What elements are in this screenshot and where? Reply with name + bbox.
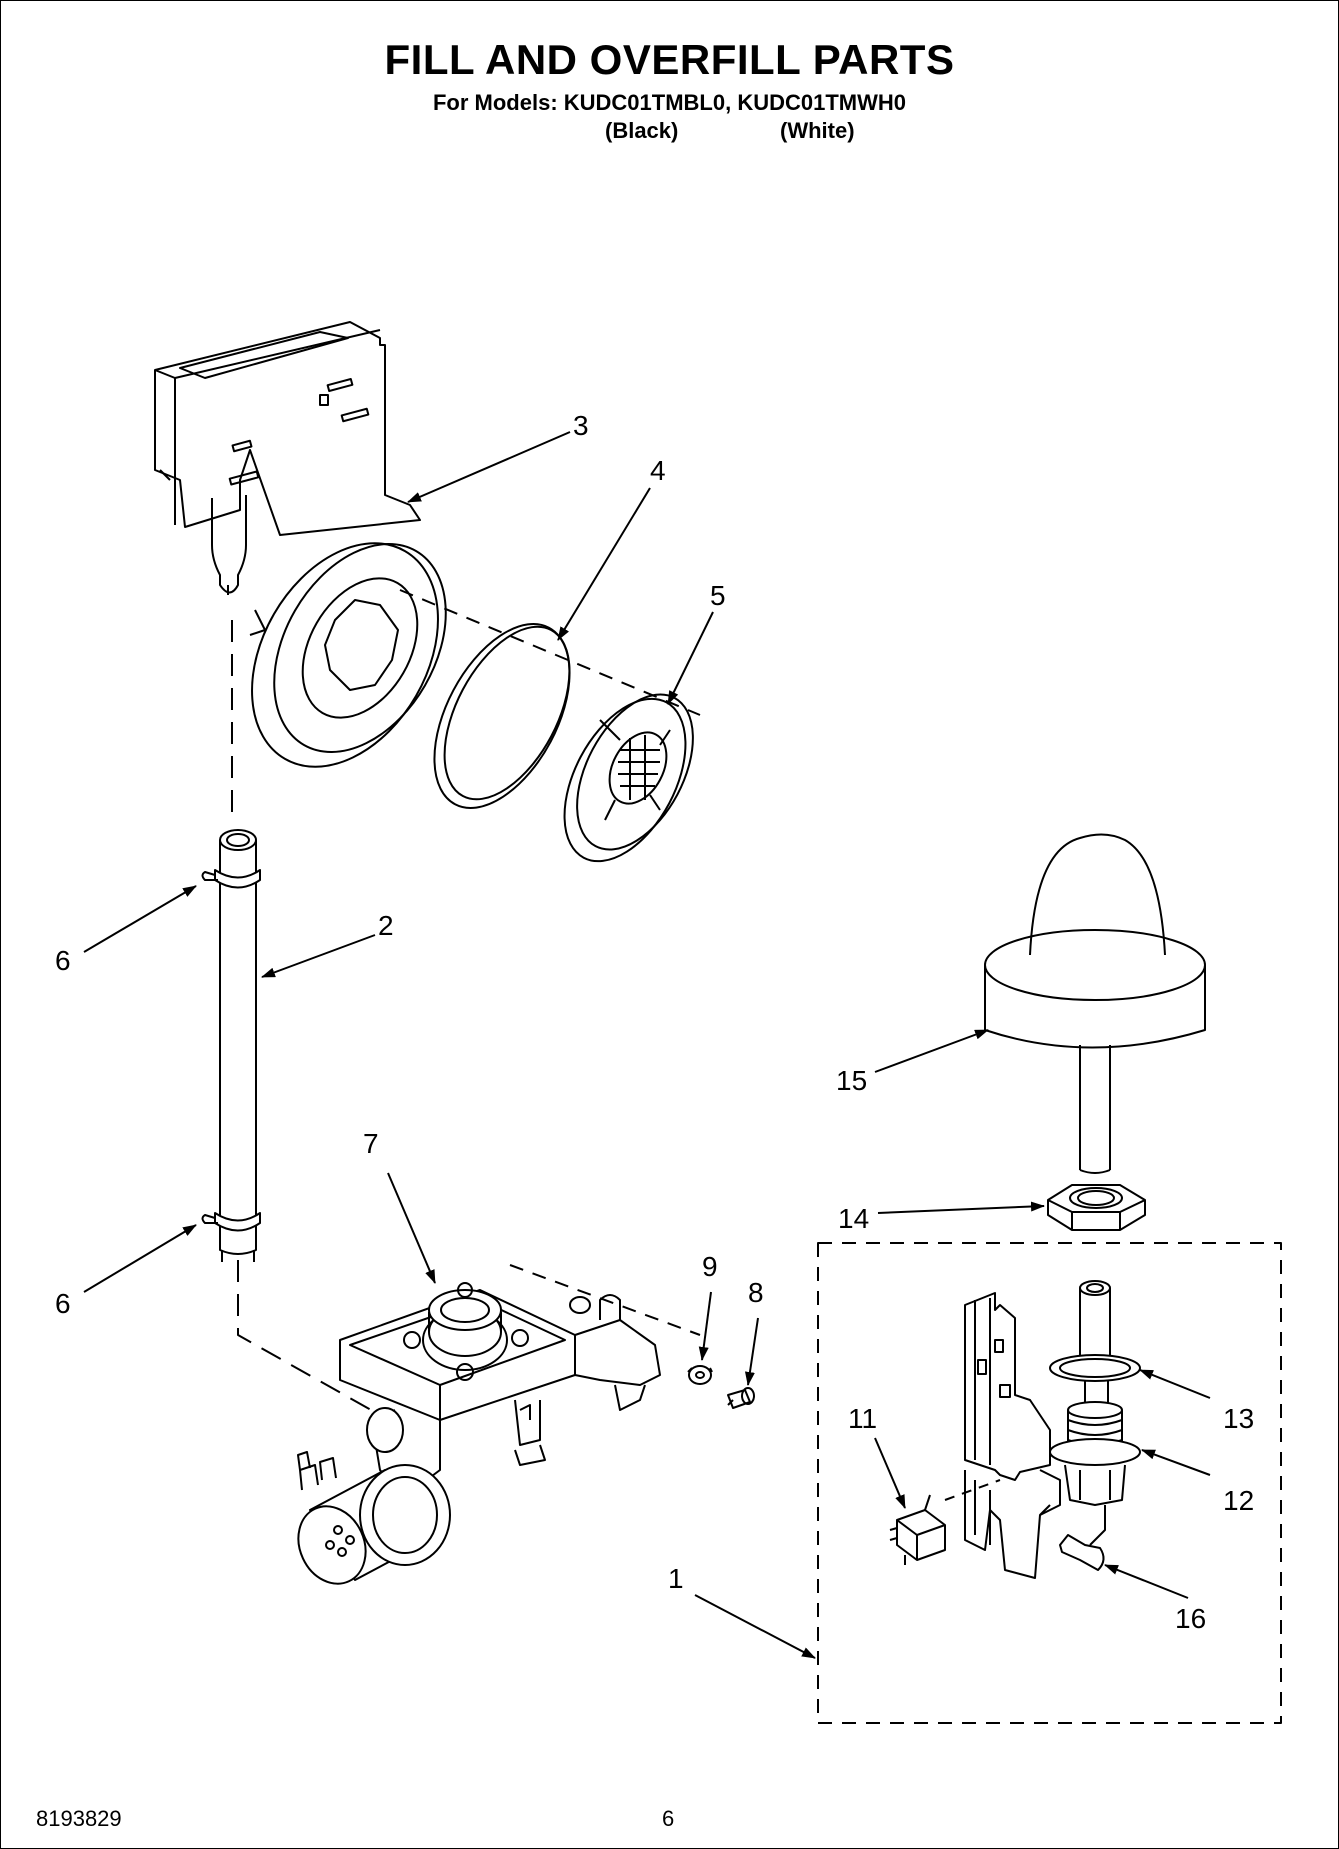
callout-15: 15 — [836, 1065, 867, 1096]
leader-11 — [874, 1437, 906, 1509]
callout-9: 9 — [702, 1251, 718, 1282]
part-13-float-stem — [1049, 1280, 1141, 1405]
part-9-washer — [687, 1365, 713, 1385]
part-7-fill-valve — [297, 1282, 661, 1585]
callout-16: 16 — [1175, 1603, 1206, 1634]
part-1-assembly-box — [817, 1242, 1282, 1724]
leader-16 — [1104, 1564, 1189, 1599]
part-12-grommet — [1049, 1401, 1141, 1506]
part-6-clamp-top — [201, 869, 261, 889]
leader-15 — [874, 1029, 989, 1073]
callout-3: 3 — [573, 410, 589, 441]
page-number: 6 — [662, 1806, 675, 1831]
leader-6b — [83, 1224, 197, 1293]
callout-13: 13 — [1223, 1403, 1254, 1434]
callout-4: 4 — [650, 455, 666, 486]
leader-14 — [877, 1201, 1045, 1214]
leader-1 — [694, 1594, 816, 1659]
part-16-clip — [1059, 1534, 1105, 1571]
leader-5 — [667, 611, 714, 705]
part-8-screw — [727, 1387, 755, 1409]
models-line: For Models: KUDC01TMBL0, KUDC01TMWH0 — [432, 90, 907, 115]
leader-6a — [83, 885, 197, 953]
part-5-vent-cap — [563, 693, 694, 863]
callout-8: 8 — [748, 1277, 764, 1308]
part-6-clamp-bottom — [201, 1212, 261, 1232]
part-15-float — [984, 833, 1206, 1174]
callout-11: 11 — [848, 1403, 877, 1434]
callout-6-bottom: 6 — [55, 1288, 71, 1319]
callout-7: 7 — [363, 1128, 379, 1159]
variant-black: (Black) — [605, 118, 679, 143]
variant-white: (White) — [780, 118, 855, 143]
part-11-micro-switch — [889, 1494, 946, 1565]
callout-6-top: 6 — [55, 945, 71, 976]
leader-4 — [557, 487, 651, 641]
page-title: FILL AND OVERFILL PARTS — [384, 36, 955, 83]
part-3-vent-bracket — [154, 321, 421, 595]
leader-9 — [698, 1291, 712, 1361]
part-2-tube — [219, 829, 257, 1262]
part-14-nut — [1047, 1184, 1146, 1231]
callout-5: 5 — [710, 580, 726, 611]
callout-2: 2 — [378, 910, 394, 941]
leader-13 — [1139, 1369, 1211, 1399]
part-4-gasket — [433, 623, 571, 809]
callout-12: 12 — [1223, 1485, 1254, 1516]
part-1-switch-bracket — [964, 1292, 1106, 1579]
doc-number: 8193829 — [36, 1806, 122, 1831]
leader-7 — [387, 1172, 436, 1284]
part-3-vent-disk — [249, 542, 447, 768]
leader-3 — [407, 431, 571, 503]
leader-8 — [744, 1317, 759, 1386]
leader-2 — [261, 934, 376, 978]
leader-12 — [1141, 1449, 1211, 1476]
callout-14: 14 — [838, 1203, 869, 1234]
callout-1: 1 — [668, 1563, 684, 1594]
